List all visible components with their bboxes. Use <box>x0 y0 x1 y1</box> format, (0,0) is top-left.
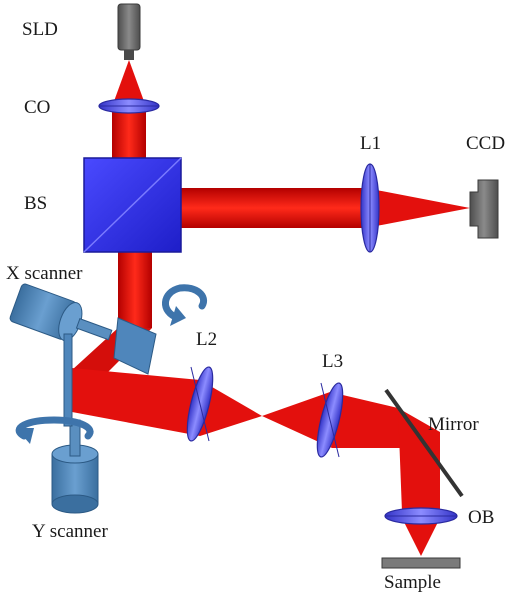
sld-divergent-beam <box>113 60 145 104</box>
beam-co-to-bs <box>112 104 146 164</box>
x-rotation-arrow-icon <box>162 284 207 326</box>
ccd-detector-icon <box>469 179 499 239</box>
lens-l2 <box>186 366 214 442</box>
collimator-lens-co <box>98 98 160 114</box>
label-l3: L3 <box>322 351 344 372</box>
beam-bs-to-l1 <box>180 188 366 228</box>
beam-l1-to-ccd <box>366 188 470 228</box>
y-rotation-arrow-icon <box>15 416 94 444</box>
beam-yscanner-to-l2 <box>72 368 200 436</box>
lens-l1 <box>360 163 380 253</box>
sld-source-icon <box>117 3 141 60</box>
beam-focus-to-l3 <box>262 392 332 448</box>
beam-ob-to-sample <box>402 518 440 556</box>
label-mirror: Mirror <box>428 414 479 435</box>
label-l1: L1 <box>360 133 382 154</box>
sample-plate <box>381 557 461 569</box>
label-sld: SLD <box>22 19 58 40</box>
y-scanner-galvo-icon <box>51 333 99 514</box>
label-l2: L2 <box>196 329 218 350</box>
beam-l2-to-focus <box>200 380 262 436</box>
label-ob: OB <box>468 507 495 528</box>
label-ccd: CCD <box>466 133 506 154</box>
label-bs: BS <box>24 193 48 214</box>
label-y-scanner: Y scanner <box>32 521 108 542</box>
objective-lens-ob <box>384 507 458 525</box>
fold-mirror <box>384 388 464 498</box>
label-x-scanner: X scanner <box>6 263 83 284</box>
beam-bs-to-xscanner <box>118 244 152 328</box>
x-scanner-galvo-icon <box>9 283 157 375</box>
beam-splitter-cube <box>83 157 182 253</box>
label-co: CO <box>24 97 51 118</box>
lens-l3 <box>316 382 344 458</box>
beam-mirror-to-ob <box>398 408 440 512</box>
label-sample: Sample <box>384 572 441 593</box>
